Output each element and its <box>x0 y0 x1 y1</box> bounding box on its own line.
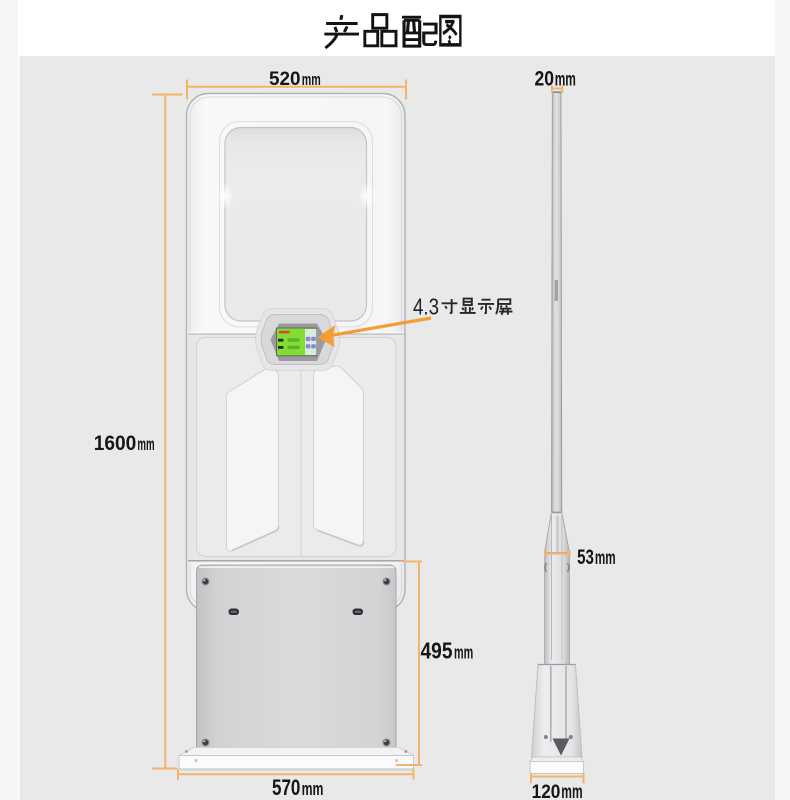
svg-text:mm: mm <box>302 70 321 89</box>
svg-text:mm: mm <box>595 548 616 569</box>
svg-text:495: 495 <box>421 638 453 664</box>
svg-text:120: 120 <box>532 781 561 800</box>
svg-text:mm: mm <box>137 434 154 454</box>
svg-text:mm: mm <box>555 69 576 90</box>
svg-text:53: 53 <box>577 546 594 569</box>
svg-text:20: 20 <box>535 66 555 90</box>
svg-text:520: 520 <box>269 68 301 90</box>
svg-text:570: 570 <box>272 775 300 800</box>
svg-text:mm: mm <box>302 778 324 799</box>
svg-text:mm: mm <box>561 782 582 800</box>
svg-text:4.3: 4.3 <box>413 294 439 320</box>
svg-text:mm: mm <box>454 642 473 663</box>
svg-text:1600: 1600 <box>94 431 137 455</box>
